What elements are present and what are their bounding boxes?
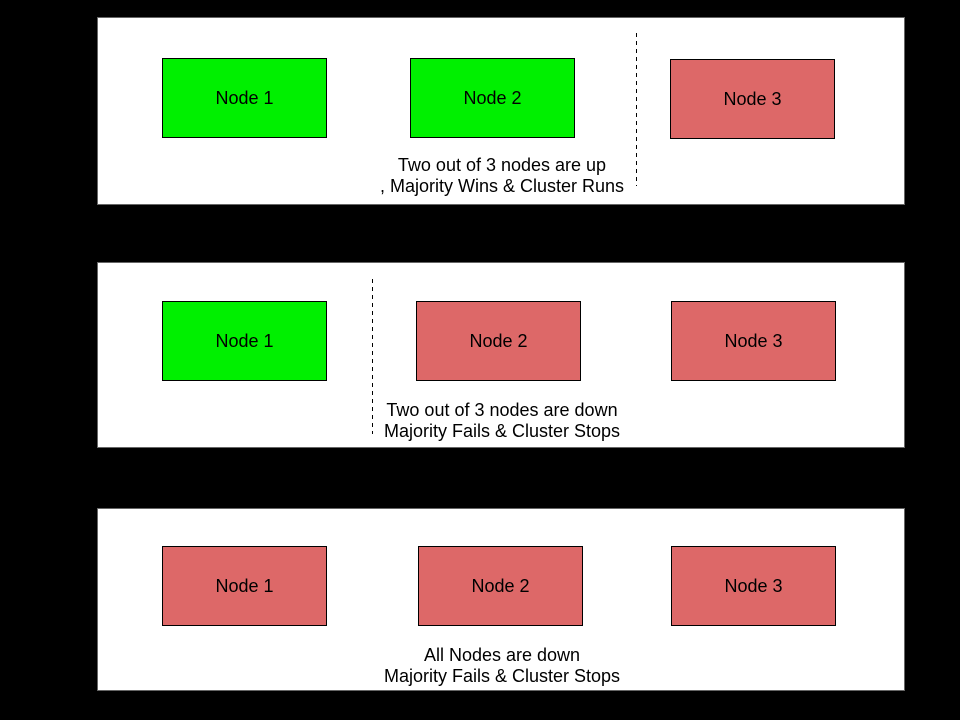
caption-line-1: Two out of 3 nodes are up bbox=[397, 155, 607, 175]
panel-caption: Two out of 3 nodes are up , Majority Win… bbox=[292, 155, 712, 197]
node-3-box: Node 3 bbox=[670, 59, 835, 139]
partition-dashed-line bbox=[372, 279, 373, 434]
caption-line-2: Majority Fails & Cluster Stops bbox=[383, 666, 621, 686]
node-2-box: Node 2 bbox=[410, 58, 575, 138]
node-1-box: Node 1 bbox=[162, 301, 327, 381]
node-2-box: Node 2 bbox=[418, 546, 583, 626]
panel-two-nodes-down: Node 1 Node 2 Node 3 Two out of 3 nodes … bbox=[97, 262, 905, 448]
caption-line-2: Majority Fails & Cluster Stops bbox=[383, 421, 621, 441]
caption-line-2: , Majority Wins & Cluster Runs bbox=[379, 176, 625, 196]
node-2-box: Node 2 bbox=[416, 301, 581, 381]
node-3-box: Node 3 bbox=[671, 301, 836, 381]
panel-two-nodes-up: Node 1 Node 2 Node 3 Two out of 3 nodes … bbox=[97, 17, 905, 205]
node-1-box: Node 1 bbox=[162, 58, 327, 138]
caption-line-1: All Nodes are down bbox=[423, 645, 581, 665]
panel-all-nodes-down: Node 1 Node 2 Node 3 All Nodes are down … bbox=[97, 508, 905, 691]
caption-line-1: Two out of 3 nodes are down bbox=[386, 400, 618, 420]
panel-caption: All Nodes are down Majority Fails & Clus… bbox=[292, 645, 712, 687]
node-3-box: Node 3 bbox=[671, 546, 836, 626]
partition-dashed-line bbox=[636, 33, 637, 186]
panel-caption: Two out of 3 nodes are down Majority Fai… bbox=[292, 400, 712, 442]
node-1-box: Node 1 bbox=[162, 546, 327, 626]
